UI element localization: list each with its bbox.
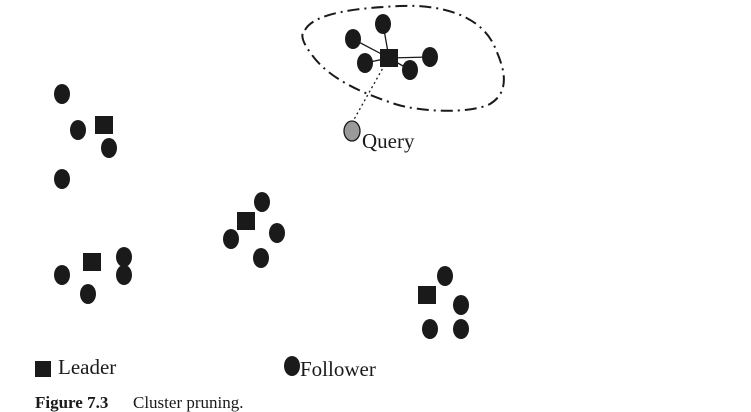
follower-dot-selected-2 (345, 29, 361, 49)
follower-dot-left-upper-4 (54, 169, 70, 189)
legend: Leader Follower (35, 355, 376, 381)
follower-dot-left-lower-3 (116, 247, 132, 267)
follower-dot-left-upper-2 (70, 120, 86, 140)
caption-number: Figure 7.3 (35, 393, 108, 412)
leader-square-center (237, 212, 255, 230)
leader-legend-icon (35, 361, 51, 377)
follower-dot-center-1 (254, 192, 270, 212)
follower-dot-selected-1 (375, 14, 391, 34)
caption-text: Cluster pruning. (133, 393, 244, 412)
follower-dot-right-1 (437, 266, 453, 286)
leader-square-left-upper (95, 116, 113, 134)
follower-dot-right-4 (453, 319, 469, 339)
selected-cluster-boundary (301, 4, 505, 112)
follower-dot-center-4 (253, 248, 269, 268)
follower-legend-icon (284, 356, 300, 376)
follower-dot-left-upper-3 (101, 138, 117, 158)
follower-dot-right-3 (422, 319, 438, 339)
leader-square-left-lower (83, 253, 101, 271)
figure-caption: Figure 7.3 Cluster pruning. (35, 393, 244, 412)
follower-dot-left-lower-2 (80, 284, 96, 304)
follower-dot-selected-4 (402, 60, 418, 80)
leader-square-selected (380, 49, 398, 67)
follower-dot-left-lower-4 (116, 265, 132, 285)
follower-dot-right-2 (453, 295, 469, 315)
follower-dot-left-lower-1 (54, 265, 70, 285)
follower-dot-left-upper-1 (54, 84, 70, 104)
follower-dot-center-3 (269, 223, 285, 243)
leader-square-right (418, 286, 436, 304)
follower-legend-label: Follower (300, 357, 376, 381)
follower-dot-selected-3 (357, 53, 373, 73)
query-leader-link (351, 65, 385, 124)
query-point (343, 120, 361, 142)
follower-dot-center-2 (223, 229, 239, 249)
query-label: Query (362, 129, 415, 153)
leader-legend-label: Leader (58, 355, 116, 379)
follower-dot-selected-5 (422, 47, 438, 67)
cluster-nodes (54, 14, 469, 339)
